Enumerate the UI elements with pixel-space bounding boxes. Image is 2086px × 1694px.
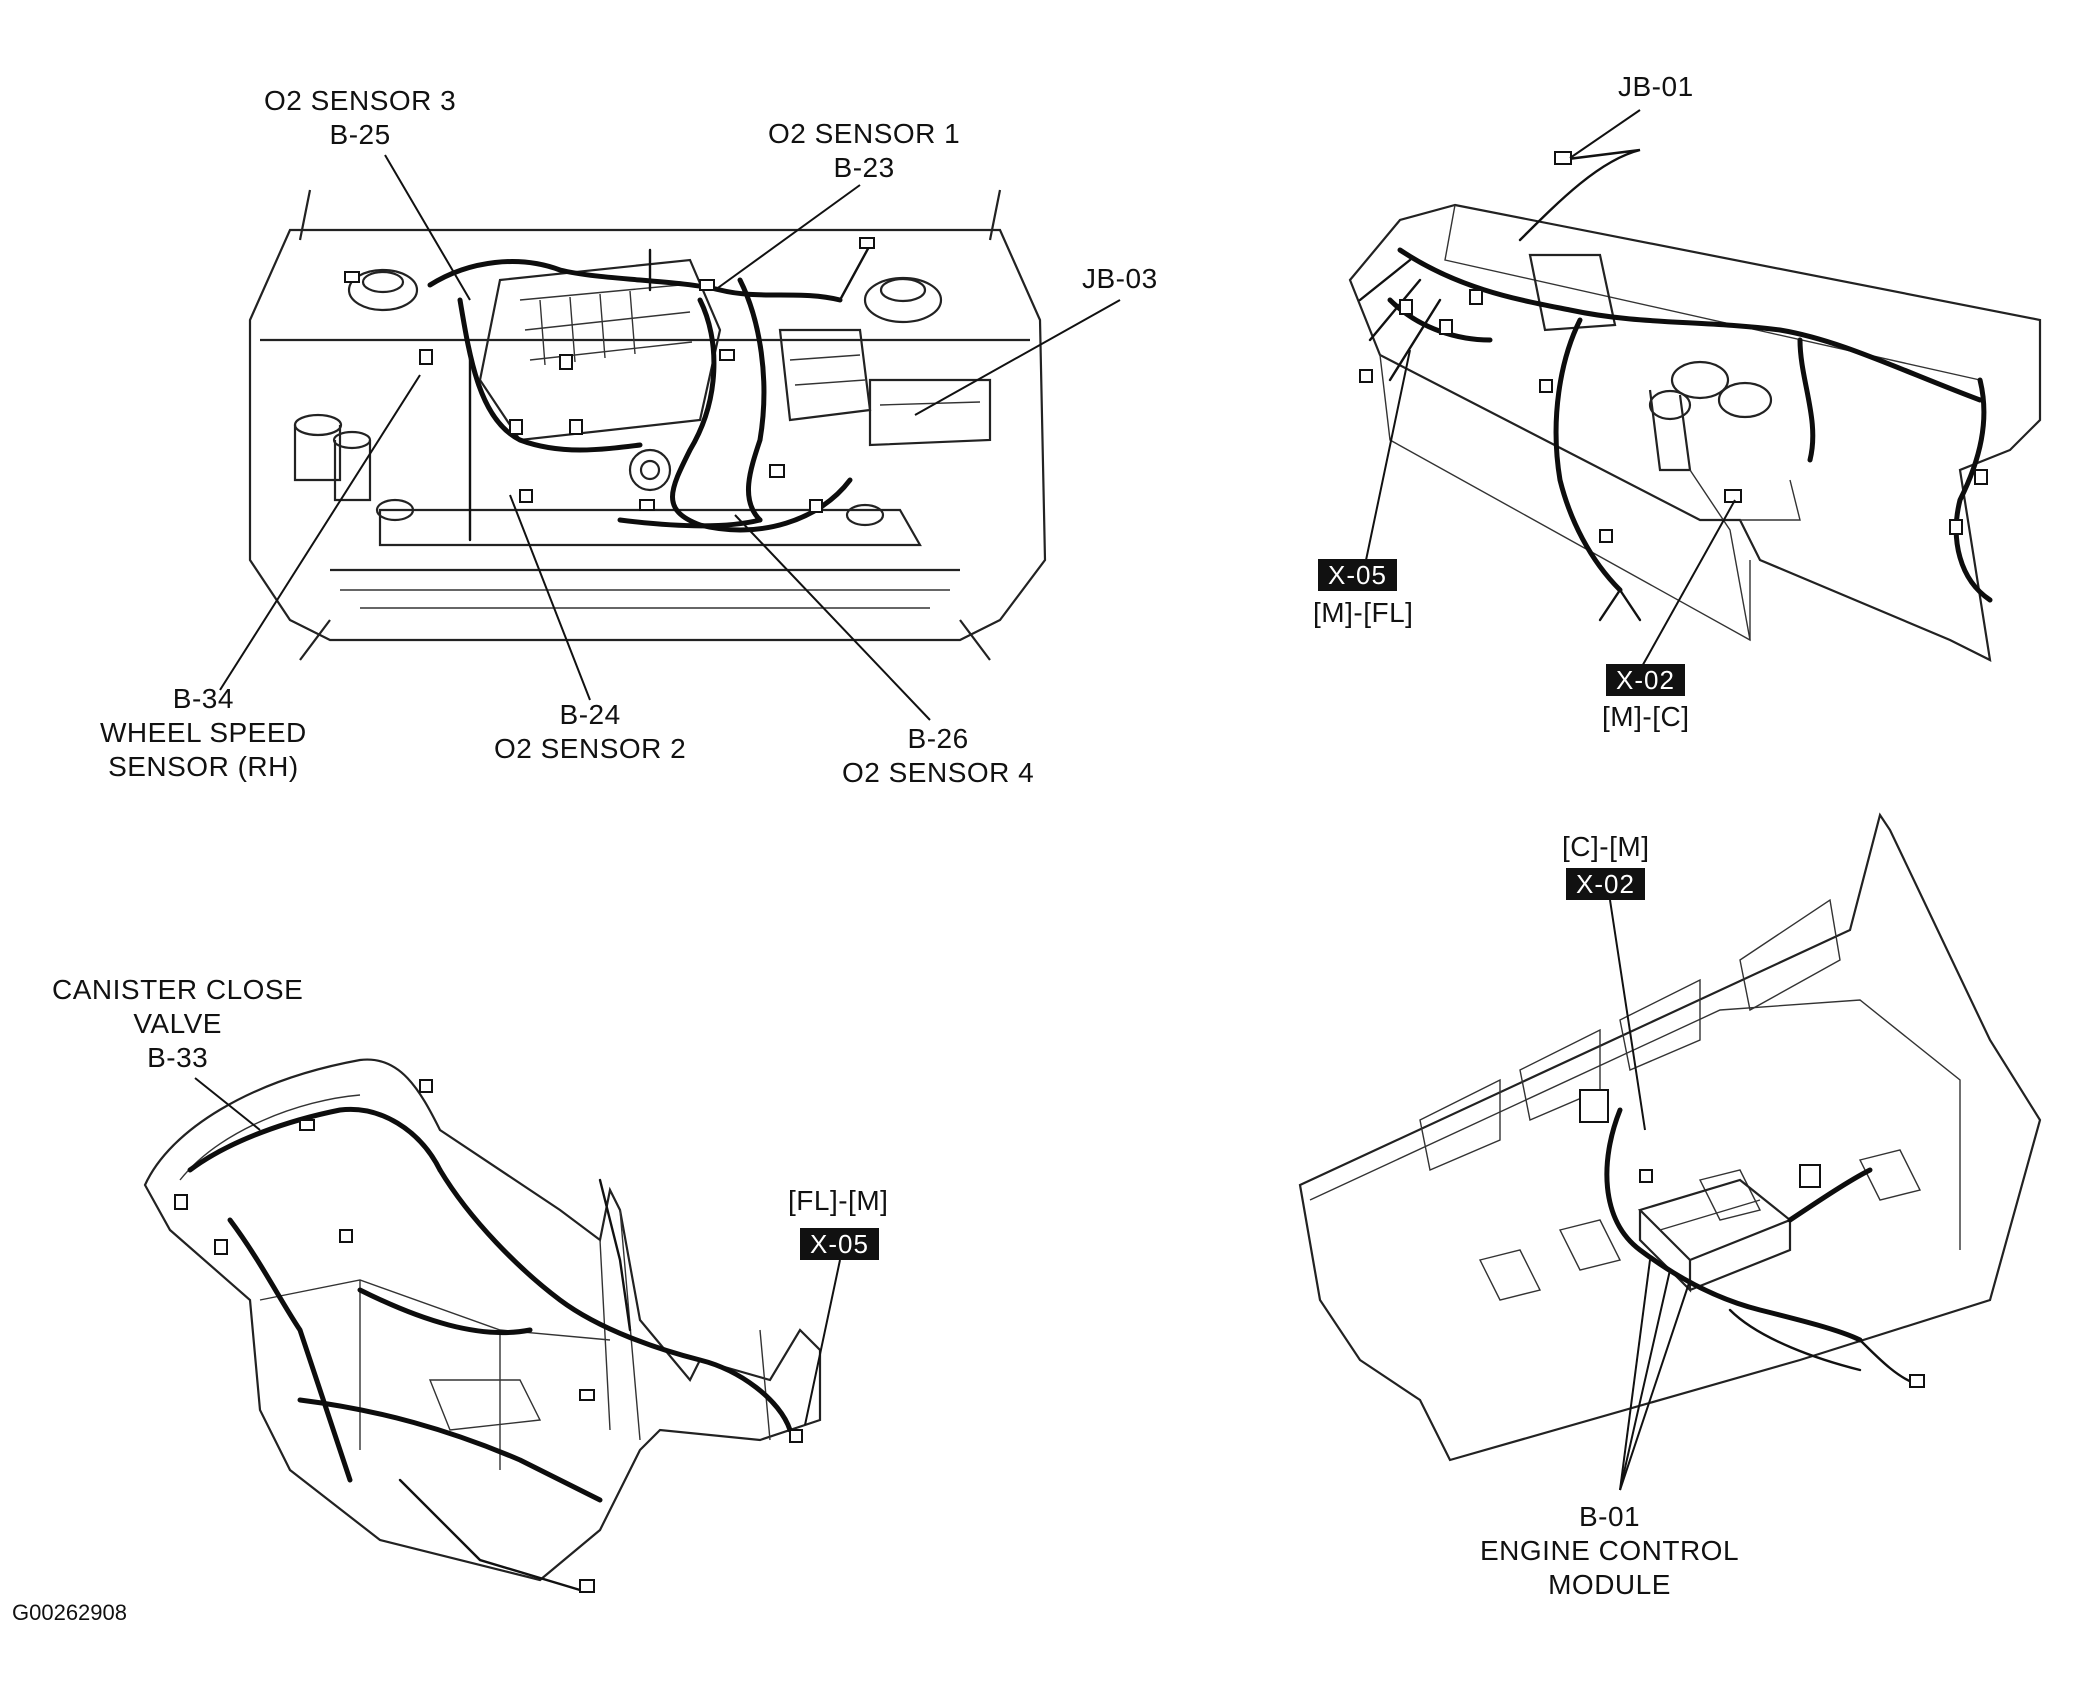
o2-sensor-4-code: B-26 [907,723,969,754]
x02-connector-tag-dash: X-02 [1606,664,1685,696]
engine-control-module-label: B-01 ENGINE CONTROL MODULE [1480,1500,1739,1602]
wheel-speed-sensor-line1: WHEEL SPEED [100,717,307,748]
o2-sensor-1-name: O2 SENSOR 1 [768,118,961,149]
o2-sensor-4-name: O2 SENSOR 4 [842,757,1035,788]
canister-line2: VALVE [133,1008,222,1039]
ecm-illustration [1298,812,2042,1491]
o2-sensor-2-label: B-24 O2 SENSOR 2 [494,698,686,766]
o2-sensor-2-code: B-24 [559,699,621,730]
ecm-line1: ENGINE CONTROL [1480,1535,1740,1566]
x05-connector-tag-dash: X-05 [1318,559,1397,591]
floor-harness-illustration [143,1058,841,1593]
o2-sensor-3-label: O2 SENSOR 3 B-25 [264,84,456,152]
canister-line1: CANISTER CLOSE [52,974,304,1005]
wheel-speed-sensor-line2: SENSOR (RH) [108,751,299,782]
engine-bay-illustration [219,154,1121,721]
x05-route-floor: [FL]-[M] [788,1185,889,1216]
dashboard-illustration [1348,109,2042,671]
jb-01-code: JB-01 [1618,71,1694,102]
o2-sensor-2-name: O2 SENSOR 2 [494,733,687,764]
x02-connector-tag-ecm: X-02 [1566,868,1645,900]
x05-connector-tag-floor: X-05 [800,1228,879,1260]
ecm-code: B-01 [1578,1501,1641,1532]
x02-route-dash: [M]-[C] [1602,701,1690,732]
jb-01-label: JB-01 [1618,70,1694,104]
o2-sensor-1-label: O2 SENSOR 1 B-23 [768,117,960,185]
jb-03-code: JB-03 [1082,263,1158,294]
jb-03-label: JB-03 [1082,262,1158,296]
canister-code: B-33 [147,1042,209,1073]
o2-sensor-1-code: B-23 [833,152,895,183]
wheel-speed-sensor-code: B-34 [172,683,234,714]
o2-sensor-4-label: B-26 O2 SENSOR 4 [842,722,1034,790]
figure-id: G00262908 [12,1600,127,1625]
x02-route-ecm: [C]-[M] [1562,831,1650,862]
o2-sensor-3-name: O2 SENSOR 3 [264,85,457,116]
o2-sensor-3-code: B-25 [329,119,391,150]
x05-route-dash: [M]-[FL] [1313,597,1414,628]
canister-close-valve-label: CANISTER CLOSE VALVE B-33 [52,973,303,1075]
wheel-speed-sensor-label: B-34 WHEEL SPEED SENSOR (RH) [100,682,307,784]
ecm-line2: MODULE [1548,1569,1671,1600]
